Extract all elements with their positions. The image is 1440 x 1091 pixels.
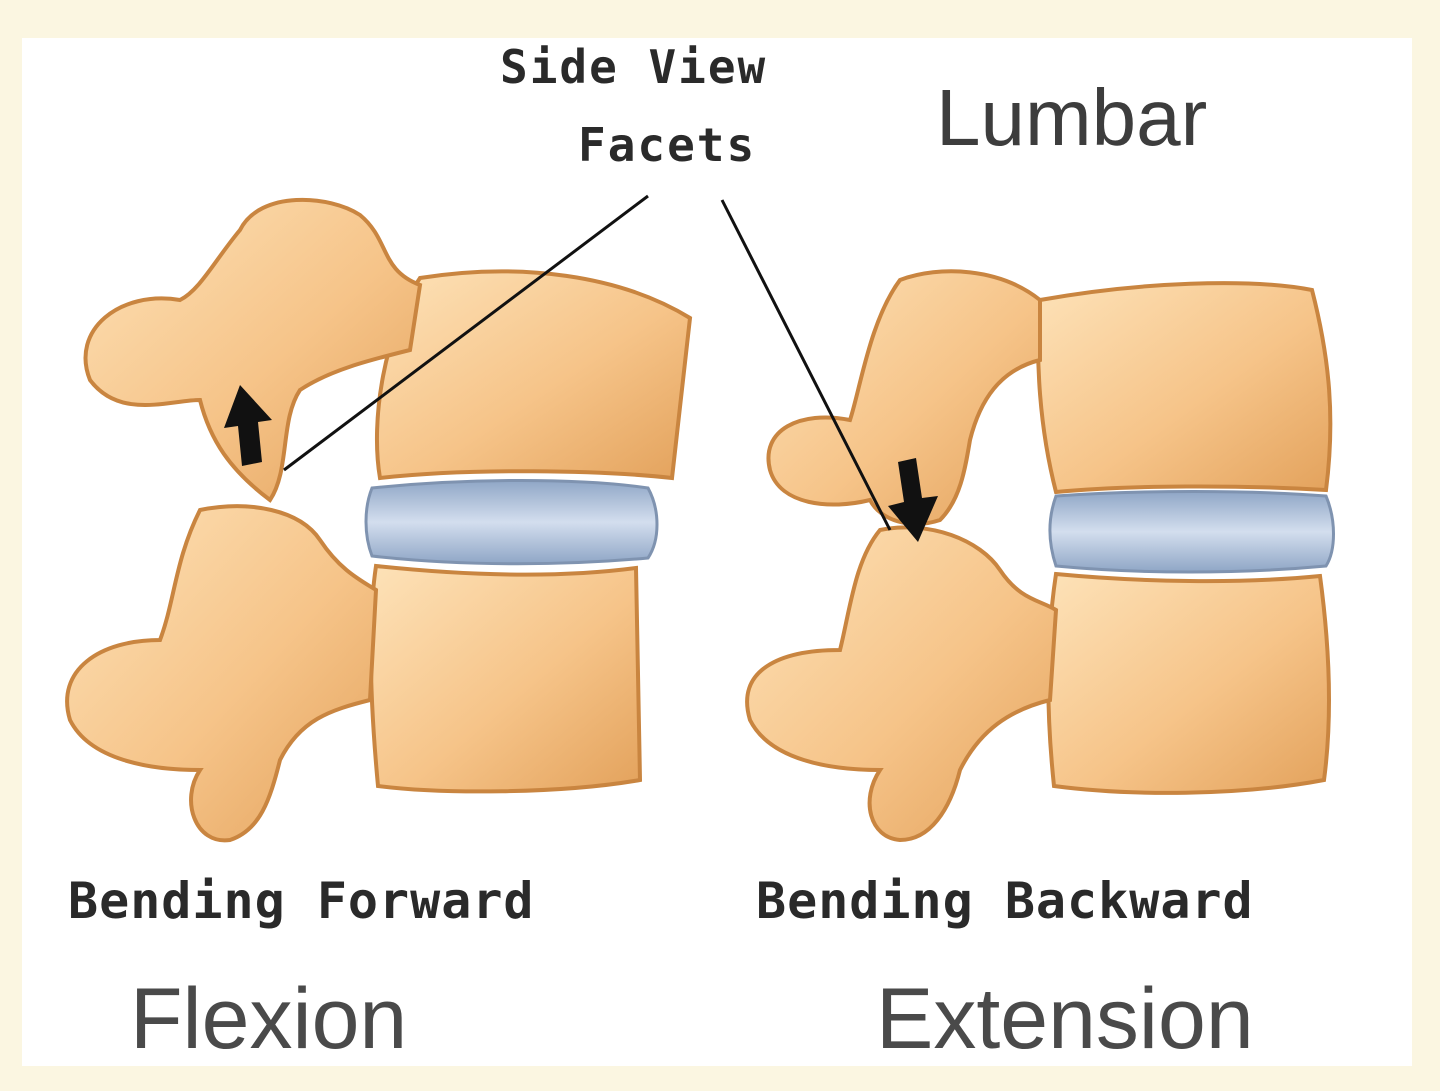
facet-arrow-down-icon bbox=[888, 458, 938, 542]
upper-vertebral-body bbox=[374, 269, 693, 481]
intervertebral-disc bbox=[364, 479, 659, 566]
facet-pointer-left bbox=[283, 194, 649, 472]
bending-backward-caption: Bending Backward bbox=[756, 872, 1254, 930]
lower-posterior-elements bbox=[65, 504, 379, 843]
lower-vertebral-body bbox=[368, 563, 643, 794]
upper-posterior-elements bbox=[83, 197, 423, 503]
intervertebral-disc bbox=[1048, 490, 1335, 574]
extension-vertebrae bbox=[745, 269, 1335, 843]
upper-posterior-elements bbox=[766, 269, 1042, 526]
facets-heading: Facets bbox=[578, 118, 757, 172]
flexion-vertebrae bbox=[65, 197, 693, 843]
region-title: Lumbar bbox=[936, 73, 1208, 162]
extension-label: Extension bbox=[876, 971, 1254, 1067]
facet-pointer-right bbox=[720, 199, 892, 531]
flexion-label: Flexion bbox=[130, 971, 408, 1067]
side-view-heading: Side View bbox=[500, 40, 768, 94]
bending-forward-caption: Bending Forward bbox=[68, 872, 535, 930]
lower-posterior-elements bbox=[745, 525, 1059, 843]
facet-arrow-up-icon bbox=[224, 385, 272, 466]
upper-vertebral-body bbox=[1036, 281, 1333, 495]
lower-vertebral-body bbox=[1046, 571, 1331, 795]
